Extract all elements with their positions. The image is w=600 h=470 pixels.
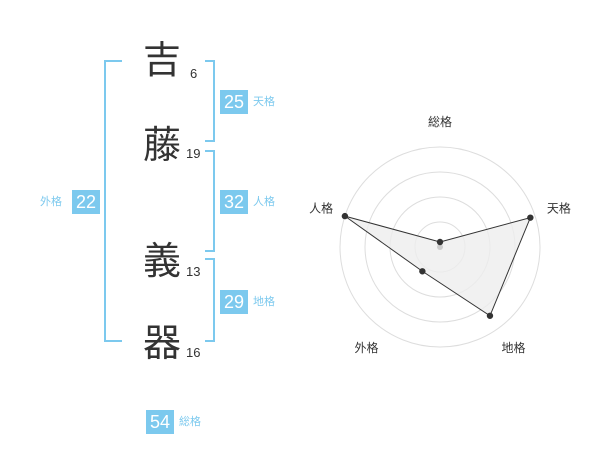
radar-axis-label-3: 地格 — [501, 340, 525, 355]
radar-axis-label-1: 総格 — [428, 114, 452, 129]
radar-series-area — [344, 215, 532, 317]
stroke-count-4: 16 — [186, 345, 201, 360]
radar-axis-label-2: 天格 — [547, 200, 571, 215]
tenkaku-value: 25 — [220, 90, 248, 114]
name-char-1: 吉 — [142, 38, 181, 82]
gaikaku-label: 外格 — [40, 195, 62, 208]
stroke-count-2: 19 — [186, 146, 201, 161]
radar-point-5 — [341, 212, 349, 220]
radar-point-1 — [436, 238, 444, 246]
chikaku-label: 地格 — [253, 295, 275, 308]
radar-center-dot — [437, 244, 443, 250]
jinkaku-bracket — [205, 150, 215, 252]
radar-grid-ring — [339, 146, 541, 348]
stroke-count-1: 6 — [190, 66, 198, 81]
jinkaku-label: 人格 — [253, 195, 275, 208]
stroke-count-3: 13 — [186, 264, 201, 279]
tenkaku-label: 天格 — [253, 95, 275, 108]
radar-axis-label-5: 人格 — [309, 200, 333, 215]
chikaku-bracket — [205, 258, 215, 342]
tenkaku-bracket — [205, 60, 215, 142]
soukaku-value: 54 — [146, 410, 174, 434]
name-char-4: 器 — [142, 321, 181, 365]
radar-point-2 — [527, 214, 534, 221]
radar-axis-label-4: 外格 — [355, 340, 379, 355]
jinkaku-value: 32 — [220, 190, 248, 214]
chikaku-value: 29 — [220, 290, 248, 314]
name-char-2: 藤 — [142, 123, 181, 167]
radar-point-3 — [486, 312, 494, 319]
soukaku-label: 総格 — [179, 415, 201, 428]
name-char-3: 義 — [142, 239, 181, 283]
gaikaku-value: 22 — [72, 190, 100, 214]
radar-point-4 — [419, 268, 426, 275]
gaikaku-bracket — [104, 60, 122, 342]
